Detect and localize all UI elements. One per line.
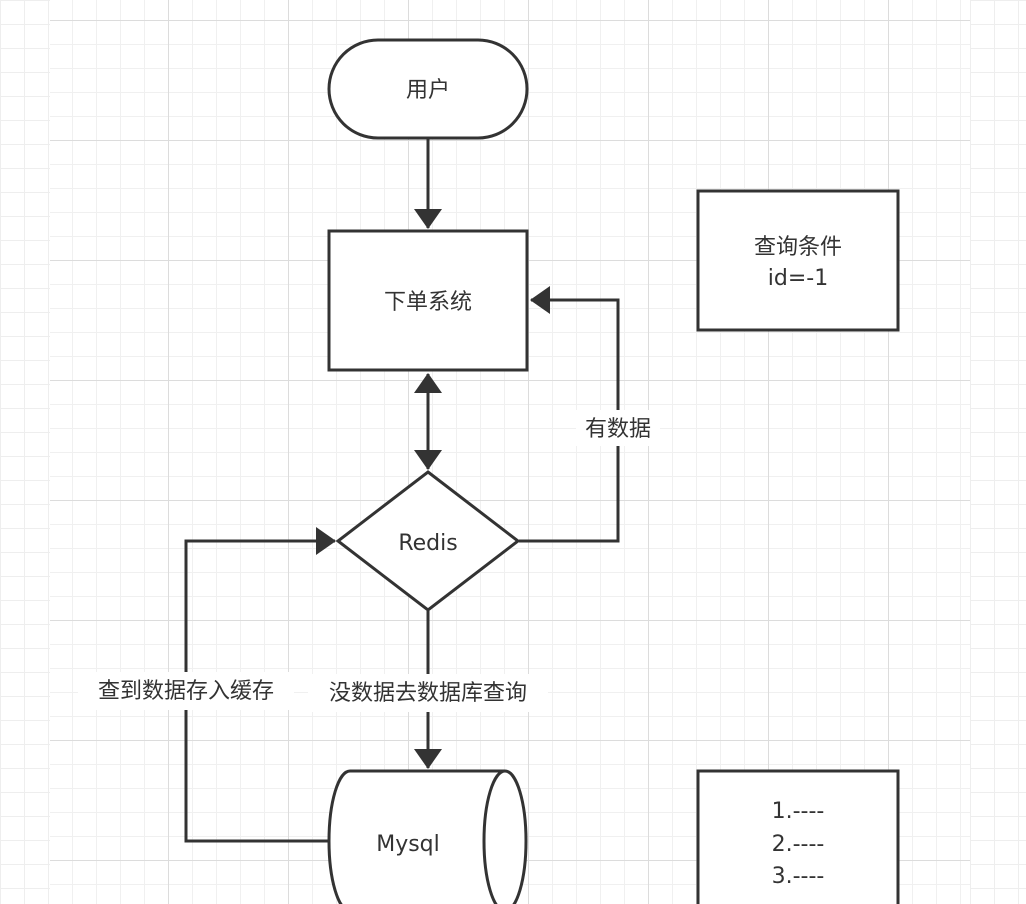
node-order-system-shape [327, 229, 529, 372]
canvas-margin-right [970, 0, 1026, 904]
node-user-label: 用户 [406, 78, 450, 103]
node-mysql[interactable]: Mysql [327, 769, 528, 904]
node-redis-label: Redis [398, 531, 457, 556]
node-redis[interactable]: Redis [335, 470, 521, 612]
node-list-box-item3: 3.---- [772, 864, 825, 889]
node-list-box-shape [696, 769, 900, 904]
node-mysql-shape [327, 769, 528, 904]
grid-background [50, 0, 970, 904]
canvas-margin-left [0, 0, 50, 904]
node-list-box[interactable]: 1.---- 2.---- 3.---- [696, 769, 900, 904]
edge-label-has-data: 有数据 [585, 417, 651, 442]
edge-label-bg-has-data [576, 410, 660, 446]
node-mysql-label: Mysql [376, 832, 440, 857]
edge-label-no-data: 没数据去数据库查询 [329, 681, 527, 706]
edge-label-bg-cache-store [78, 672, 294, 710]
node-user-shape [327, 38, 529, 140]
node-order-system-label: 下单系统 [384, 290, 472, 315]
node-redis-shape [335, 470, 521, 612]
node-query-condition-line2: id=-1 [768, 266, 828, 291]
node-user[interactable]: 用户 [327, 38, 529, 140]
node-query-condition-shape [696, 189, 900, 332]
node-list-box-item2: 2.---- [772, 832, 825, 857]
node-order-system[interactable]: 下单系统 [327, 229, 529, 372]
edge-label-cache-store: 查到数据存入缓存 [98, 679, 274, 704]
node-list-box-item1: 1.---- [772, 799, 825, 824]
node-query-condition[interactable]: 查询条件 id=-1 [696, 189, 900, 332]
node-query-condition-line1: 查询条件 [754, 235, 842, 260]
edge-label-bg-no-data [308, 674, 548, 712]
